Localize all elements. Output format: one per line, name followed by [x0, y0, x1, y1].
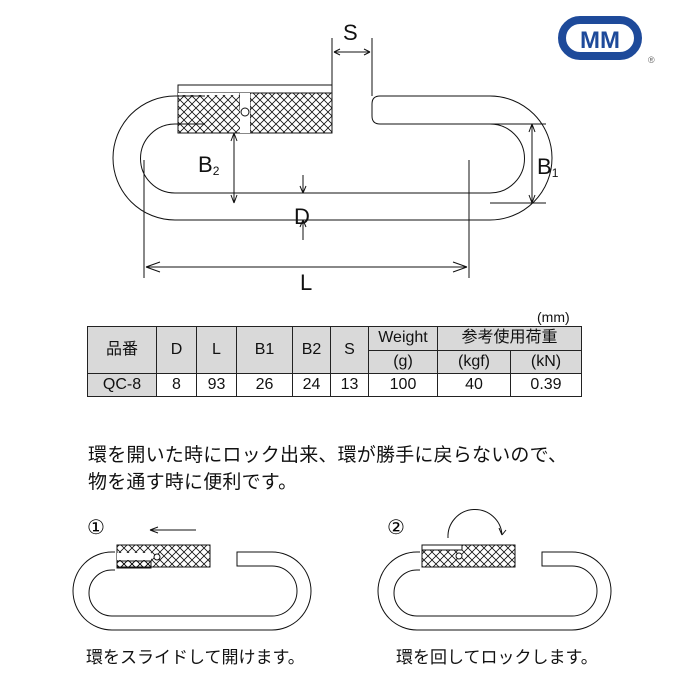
cell-part-no: QC-8: [87, 373, 157, 397]
step2-number: ②: [387, 515, 405, 539]
header-l: L: [196, 326, 237, 374]
header-load-kgf: (kgf): [437, 349, 511, 374]
link-inner: [140, 123, 525, 194]
header-load: 参考使用荷重: [437, 326, 582, 351]
description-line-2: 物を通す時に便利です。: [88, 471, 298, 493]
step1-caption: 環をスライドして開けます。: [86, 648, 305, 668]
link-outer: [112, 95, 553, 221]
header-weight: Weight: [368, 326, 438, 351]
label-s: S: [343, 20, 358, 45]
header-s: S: [330, 326, 369, 374]
cell-s: 13: [330, 373, 369, 397]
step1-diagram: [72, 526, 312, 631]
table-header-row: 品番 D L B1 B2 S Weight 参考使用荷重: [87, 326, 582, 374]
cell-b2: 24: [292, 373, 331, 397]
table-subheader-row: (g) (kgf) (kN): [88, 349, 582, 374]
header-b2: B2: [292, 326, 331, 374]
step2-caption: 環を回してロックします。: [396, 648, 598, 668]
label-b1: B1: [537, 154, 559, 180]
header-weight-unit: (g): [368, 349, 438, 374]
spec-table: 品番 D L B1 B2 S Weight 参考使用荷重 (g) (kgf) (…: [87, 326, 582, 397]
logo-text: MM: [580, 27, 620, 54]
label-d: D: [294, 204, 310, 229]
header-d: D: [156, 326, 197, 374]
header-part-no: 品番: [87, 326, 157, 374]
mm-logo: MM ®: [558, 16, 655, 65]
header-load-kn: (kN): [510, 349, 582, 374]
table-row: QC-8 8 93 26 24 13 100 40 0.39: [87, 373, 582, 397]
cell-kgf: 40: [437, 373, 511, 397]
table-unit: (mm): [537, 309, 570, 325]
step1-number: ①: [87, 515, 105, 539]
quick-link-diagram: [112, 38, 553, 278]
registered-mark: ®: [648, 55, 655, 65]
cell-kn: 0.39: [510, 373, 582, 397]
header-b1: B1: [236, 326, 293, 374]
cell-b1: 26: [236, 373, 293, 397]
description: 環を開いた時にロック出来、環が勝手に戻らないので、 物を通す時に便利です。: [88, 442, 567, 496]
description-line-1: 環を開いた時にロック出来、環が勝手に戻らないので、: [88, 444, 568, 466]
cell-d: 8: [156, 373, 197, 397]
cell-weight: 100: [368, 373, 438, 397]
label-b2: B2: [198, 152, 220, 178]
step2-diagram: [377, 509, 612, 631]
label-l: L: [300, 270, 312, 295]
cell-l: 93: [196, 373, 237, 397]
